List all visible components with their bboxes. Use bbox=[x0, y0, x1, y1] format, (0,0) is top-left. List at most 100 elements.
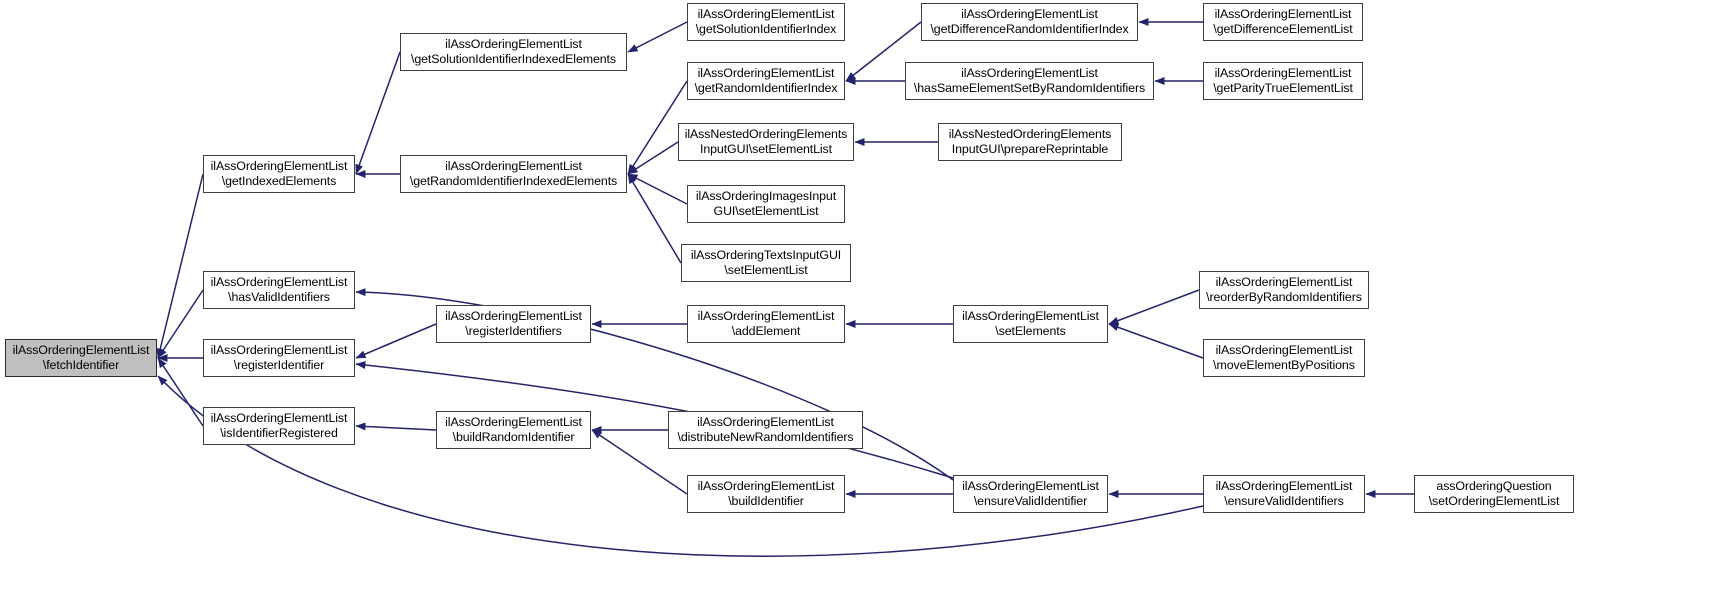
node-class-label: ilAssOrderingTextsInputGUI bbox=[690, 248, 842, 263]
edge-ensureValidIdentifier-to-registerIdentifier bbox=[355, 361, 954, 479]
node-method-label: \setOrderingElementList bbox=[1428, 494, 1560, 508]
node-class-label: ilAssOrderingElementList bbox=[210, 159, 348, 174]
graph-node-getDifferenceRandomIdentifierIndex[interactable]: ilAssOrderingElementList\getDifferenceRa… bbox=[921, 3, 1138, 41]
node-method-label: \getSolutionIdentifierIndex bbox=[695, 22, 837, 36]
node-method-label: \moveElementByPositions bbox=[1213, 358, 1355, 372]
graph-node-hasValidIdentifiers[interactable]: ilAssOrderingElementList\hasValidIdentif… bbox=[203, 271, 355, 309]
node-method-label: \addElement bbox=[731, 324, 801, 338]
node-method-label: \getSolutionIdentifierIndexedElements bbox=[410, 52, 616, 66]
graph-node-getSolutionIdentifierIndex[interactable]: ilAssOrderingElementList\getSolutionIden… bbox=[687, 3, 845, 41]
node-method-label: \isIdentifierRegistered bbox=[220, 426, 338, 440]
graph-node-buildIdentifier[interactable]: ilAssOrderingElementList\buildIdentifier bbox=[687, 475, 845, 513]
edge-isIdentifierRegistered-to-fetchIdentifier bbox=[157, 357, 204, 427]
node-class-label: ilAssOrderingElementList bbox=[1214, 66, 1352, 81]
node-class-label: ilAssOrderingImagesInput bbox=[695, 189, 837, 204]
node-class-label: ilAssOrderingElementList bbox=[210, 275, 348, 290]
node-class-label: assOrderingQuestion bbox=[1436, 479, 1552, 494]
node-method-label: \distributeNewRandomIdentifiers bbox=[677, 430, 854, 444]
node-method-label: \ensureValidIdentifier bbox=[973, 494, 1088, 508]
edge-ensureValidIdentifier-to-hasValidIdentifiers bbox=[355, 288, 954, 481]
graph-node-getRandomIdentifierIndexedElements[interactable]: ilAssOrderingElementList\getRandomIdenti… bbox=[400, 155, 627, 193]
graph-node-reorderByRandomIdentifiers[interactable]: ilAssOrderingElementList\reorderByRandom… bbox=[1199, 271, 1369, 309]
graph-node-textsSetElementList[interactable]: ilAssOrderingTextsInputGUI\setElementLis… bbox=[681, 244, 851, 282]
graph-node-fetchIdentifier[interactable]: ilAssOrderingElementList\fetchIdentifier bbox=[5, 339, 157, 377]
node-method-label: \setElements bbox=[995, 324, 1066, 338]
node-class-label: ilAssOrderingElementList bbox=[697, 66, 835, 81]
graph-node-setElements[interactable]: ilAssOrderingElementList\setElements bbox=[953, 305, 1108, 343]
node-method-label: \getIndexedElements bbox=[221, 174, 337, 188]
node-class-label: ilAssOrderingElementList bbox=[962, 309, 1099, 324]
node-method-label: \registerIdentifiers bbox=[465, 324, 562, 338]
edge-getIndexedElements-to-fetchIdentifier bbox=[156, 173, 204, 359]
edge-getSolutionIdentifierIndex-to-getSolutionIdentifierIndexedElements bbox=[627, 21, 688, 53]
node-method-label: \getDifferenceRandomIdentifierIndex bbox=[930, 22, 1129, 36]
node-class-label: ilAssOrderingElementList bbox=[1215, 343, 1353, 358]
node-method-label: \hasSameElementSetByRandomIdentifiers bbox=[913, 81, 1146, 95]
edge-imagesSetElementList-to-getRandomIdentifierIndexedElements bbox=[627, 173, 688, 205]
edge-hasValidIdentifiers-to-fetchIdentifier bbox=[157, 289, 204, 359]
node-class-label: ilAssOrderingElementList bbox=[961, 7, 1098, 22]
node-class-label: ilAssOrderingElementList bbox=[1215, 275, 1353, 290]
edge-getSolutionIdentifierIndexedElements-to-getIndexedElements bbox=[355, 51, 401, 175]
node-method-label: \getDifferenceElementList bbox=[1213, 22, 1353, 36]
node-class-label: ilAssOrderingElementList bbox=[1214, 7, 1352, 22]
edge-nestedSetElementList-to-getRandomIdentifierIndexedElements bbox=[627, 141, 679, 175]
node-method-label: \fetchIdentifier bbox=[42, 358, 120, 372]
node-method-label: \getRandomIdentifierIndex bbox=[694, 81, 838, 95]
node-class-label: ilAssOrderingElementList bbox=[697, 7, 835, 22]
graph-node-ensureValidIdentifier[interactable]: ilAssOrderingElementList\ensureValidIden… bbox=[953, 475, 1108, 513]
node-method-label: \getParityTrueElementList bbox=[1213, 81, 1353, 95]
graph-node-addElement[interactable]: ilAssOrderingElementList\addElement bbox=[687, 305, 845, 343]
node-class-label: ilAssOrderingElementList bbox=[961, 66, 1098, 81]
node-class-label: ilAssOrderingElementList bbox=[445, 159, 582, 174]
edge-reorderByRandomIdentifiers-to-setElements bbox=[1108, 289, 1200, 325]
edge-textsSetElementList-to-getRandomIdentifierIndexedElements bbox=[627, 173, 682, 264]
node-method-label: InputGUI\setElementList bbox=[700, 142, 832, 156]
graph-node-isIdentifierRegistered[interactable]: ilAssOrderingElementList\isIdentifierReg… bbox=[203, 407, 355, 445]
node-method-label: InputGUI\prepareReprintable bbox=[951, 142, 1109, 156]
node-method-label: \buildRandomIdentifier bbox=[452, 430, 575, 444]
graph-node-setOrderingElementList[interactable]: assOrderingQuestion\setOrderingElementLi… bbox=[1414, 475, 1574, 513]
graph-node-getParityTrueElementList[interactable]: ilAssOrderingElementList\getParityTrueEl… bbox=[1203, 62, 1363, 100]
node-class-label: ilAssNestedOrderingElements bbox=[948, 127, 1112, 142]
graph-node-getRandomIdentifierIndex[interactable]: ilAssOrderingElementList\getRandomIdenti… bbox=[687, 62, 845, 100]
node-class-label: ilAssOrderingElementList bbox=[962, 479, 1099, 494]
graph-node-getSolutionIdentifierIndexedElements[interactable]: ilAssOrderingElementList\getSolutionIden… bbox=[400, 33, 627, 71]
node-method-label: \hasValidIdentifiers bbox=[228, 290, 330, 304]
node-method-label: \getRandomIdentifierIndexedElements bbox=[409, 174, 618, 188]
node-method-label: \reorderByRandomIdentifiers bbox=[1206, 290, 1362, 304]
node-method-label: \registerIdentifier bbox=[233, 358, 325, 372]
node-method-label: \buildIdentifier bbox=[728, 494, 804, 508]
node-class-label: ilAssOrderingElementList bbox=[445, 309, 582, 324]
edge-registerIdentifiers-to-registerIdentifier bbox=[355, 323, 437, 359]
node-method-label: \ensureValidIdentifiers bbox=[1224, 494, 1344, 508]
node-class-label: ilAssOrderingElementList bbox=[210, 343, 348, 358]
graph-node-registerIdentifiers[interactable]: ilAssOrderingElementList\registerIdentif… bbox=[436, 305, 591, 343]
node-method-label: GUI\setElementList bbox=[713, 204, 819, 218]
graph-node-moveElementByPositions[interactable]: ilAssOrderingElementList\moveElementByPo… bbox=[1203, 339, 1365, 377]
node-class-label: ilAssOrderingElementList bbox=[445, 415, 582, 430]
edge-buildRandomIdentifier-to-isIdentifierRegistered bbox=[355, 422, 437, 431]
graph-node-buildRandomIdentifier[interactable]: ilAssOrderingElementList\buildRandomIden… bbox=[436, 411, 591, 449]
graph-node-getDifferenceElementList[interactable]: ilAssOrderingElementList\getDifferenceEl… bbox=[1203, 3, 1363, 41]
node-class-label: ilAssNestedOrderingElements bbox=[684, 127, 848, 142]
node-class-label: ilAssOrderingElementList bbox=[210, 411, 348, 426]
graph-node-registerIdentifier[interactable]: ilAssOrderingElementList\registerIdentif… bbox=[203, 339, 355, 377]
graph-node-distributeNewRandomIdentifiers[interactable]: ilAssOrderingElementList\distributeNewRa… bbox=[668, 411, 863, 449]
node-method-label: \setElementList bbox=[724, 263, 808, 277]
graph-node-getIndexedElements[interactable]: ilAssOrderingElementList\getIndexedEleme… bbox=[203, 155, 355, 193]
node-class-label: ilAssOrderingElementList bbox=[697, 479, 835, 494]
node-class-label: ilAssOrderingElementList bbox=[12, 343, 150, 358]
graph-node-hasSameElementSetByRandomIdentifiers[interactable]: ilAssOrderingElementList\hasSameElementS… bbox=[905, 62, 1154, 100]
node-class-label: ilAssOrderingElementList bbox=[1215, 479, 1353, 494]
node-class-label: ilAssOrderingElementList bbox=[697, 309, 835, 324]
edge-ensureValidIdentifiers-to-fetchIdentifier bbox=[157, 375, 1204, 557]
graph-node-ensureValidIdentifiers[interactable]: ilAssOrderingElementList\ensureValidIden… bbox=[1203, 475, 1365, 513]
node-class-label: ilAssOrderingElementList bbox=[697, 415, 834, 430]
node-class-label: ilAssOrderingElementList bbox=[445, 37, 582, 52]
